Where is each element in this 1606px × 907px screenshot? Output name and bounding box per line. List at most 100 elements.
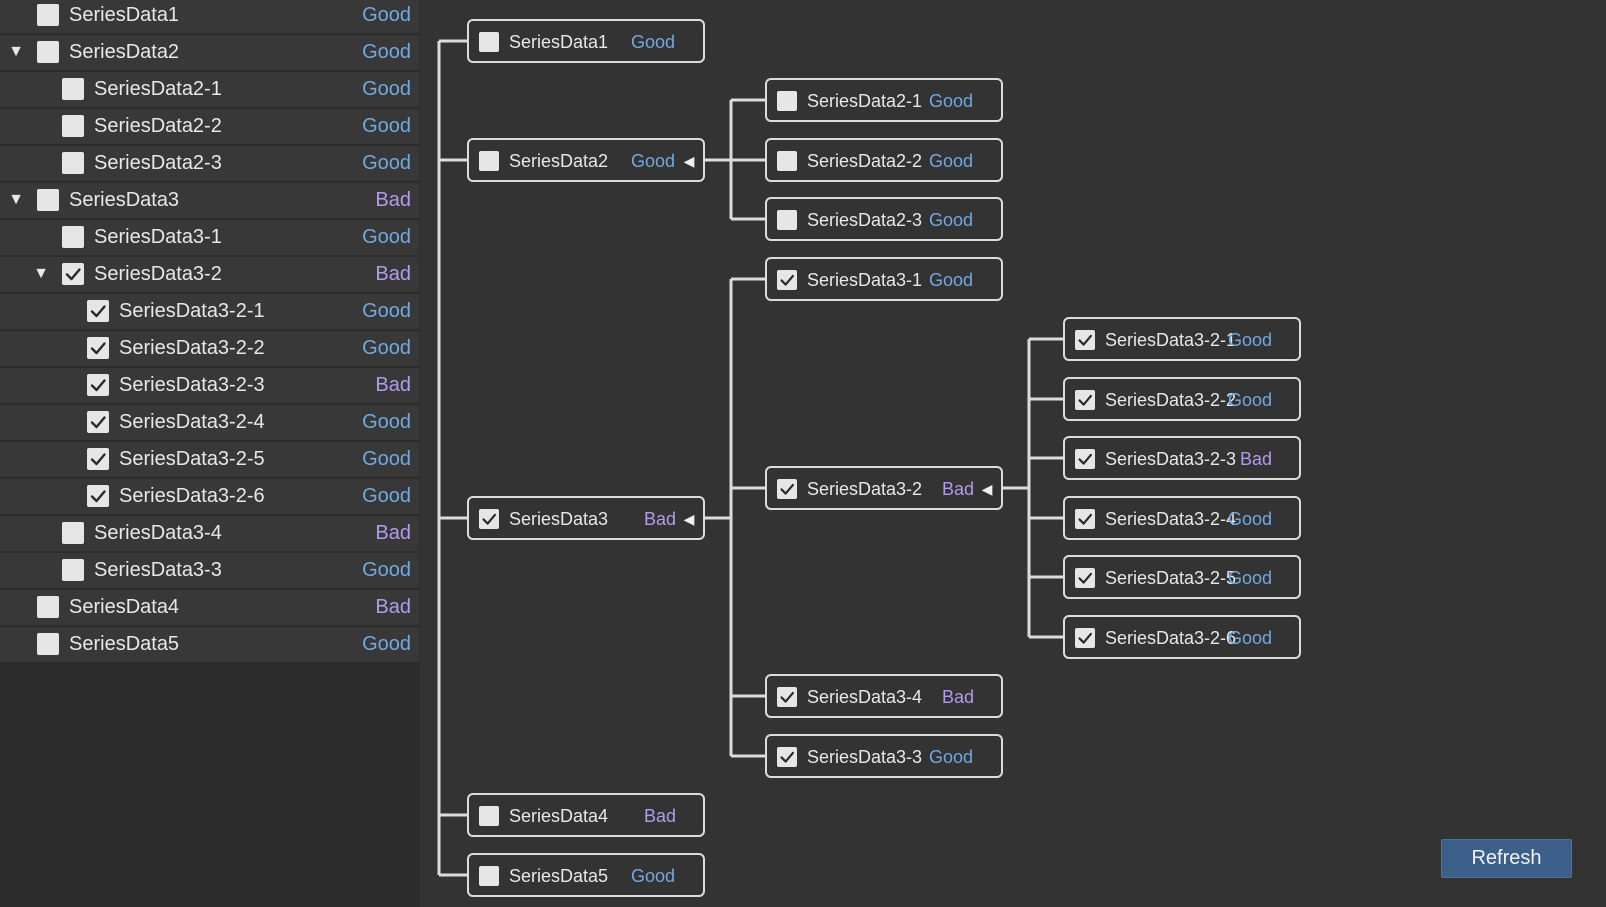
node-checkbox[interactable]	[479, 151, 499, 171]
status-text: Bad	[375, 263, 411, 285]
tree-checkbox[interactable]	[62, 226, 84, 248]
triangle-left-icon[interactable]: ◀	[683, 511, 695, 527]
node-checkbox[interactable]	[777, 91, 797, 111]
checkmark-icon	[1078, 453, 1092, 465]
triangle-down-icon[interactable]: ▼	[8, 43, 24, 60]
node-checkbox[interactable]	[777, 210, 797, 230]
triangle-left-icon[interactable]: ◀	[981, 481, 993, 497]
tree-checkbox[interactable]	[62, 152, 84, 174]
tree-checkbox[interactable]	[87, 300, 109, 322]
status-text: Bad	[375, 189, 411, 211]
node-checkbox[interactable]	[777, 747, 797, 767]
status-text: Good	[362, 4, 411, 26]
tree-checkbox[interactable]	[62, 78, 84, 100]
node-status: Good	[929, 747, 974, 767]
node-checkbox[interactable]	[479, 866, 499, 886]
node-checkbox[interactable]	[1075, 330, 1095, 350]
tree-checkbox[interactable]	[62, 263, 84, 285]
node-status: Good	[929, 151, 974, 171]
tree-checkbox[interactable]	[87, 411, 109, 433]
tree-checkbox[interactable]	[87, 448, 109, 470]
tree-item-label: SeriesData3-2-4	[119, 411, 265, 433]
node-label: SeriesData3-2-2	[1105, 390, 1237, 410]
status-text: Good	[362, 78, 411, 100]
refresh-button[interactable]: Refresh	[1441, 839, 1572, 878]
checkmark-icon	[90, 416, 106, 429]
node-checkbox[interactable]	[1075, 509, 1095, 529]
node-label: SeriesData3-2-1	[1105, 330, 1237, 350]
node-checkbox[interactable]	[777, 687, 797, 707]
node-checkbox[interactable]	[777, 151, 797, 171]
node-checkbox[interactable]	[1075, 628, 1095, 648]
triangle-left-icon[interactable]: ◀	[683, 153, 695, 169]
tree-checkbox[interactable]	[62, 115, 84, 137]
tree-checkbox[interactable]	[37, 4, 59, 26]
tree-checkbox[interactable]	[37, 633, 59, 655]
node-checkbox[interactable]	[479, 509, 499, 529]
tree-checkbox[interactable]	[62, 522, 84, 544]
checkmark-icon	[1078, 334, 1092, 346]
tree-checkbox[interactable]	[37, 596, 59, 618]
tree-checkbox[interactable]	[62, 559, 84, 581]
node-label: SeriesData3-2	[807, 479, 923, 499]
tree-checkbox[interactable]	[37, 41, 59, 63]
tree-checkbox[interactable]	[87, 337, 109, 359]
node-checkbox[interactable]	[479, 32, 499, 52]
status-text: Good	[362, 485, 411, 507]
triangle-down-icon[interactable]: ▼	[33, 265, 49, 282]
tree-item-label: SeriesData2-3	[94, 152, 222, 174]
node-checkbox[interactable]	[1075, 568, 1095, 588]
node-checkbox[interactable]	[777, 270, 797, 290]
tree-checkbox[interactable]	[87, 485, 109, 507]
tree-checkbox[interactable]	[87, 374, 109, 396]
tree-item-label: SeriesData3-2-5	[119, 448, 265, 470]
node-label: SeriesData3-2-3	[1105, 449, 1237, 469]
node-checkbox[interactable]	[777, 479, 797, 499]
node-status: Bad	[644, 509, 677, 529]
node-status: Good	[1228, 390, 1273, 410]
node-checkbox[interactable]	[1075, 390, 1095, 410]
triangle-down-icon[interactable]: ▼	[8, 191, 24, 208]
tree-item-label: SeriesData5	[69, 633, 180, 655]
node-checkbox[interactable]	[1075, 449, 1095, 469]
tree-checkbox[interactable]	[37, 189, 59, 211]
node-checkbox[interactable]	[479, 806, 499, 826]
